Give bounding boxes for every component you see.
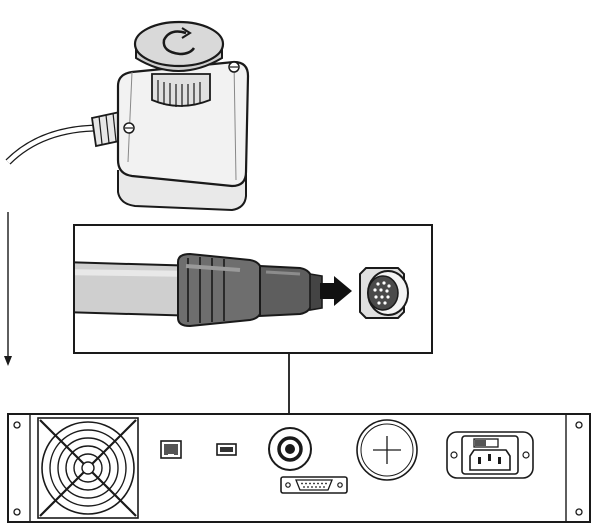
- usb-port-icon: [216, 443, 237, 456]
- connector-plug: [177, 252, 323, 328]
- button-collar: [151, 73, 211, 107]
- round-cover-icon: [356, 419, 418, 481]
- panel-socket-icon: [268, 427, 312, 471]
- power-inlet-icon: [446, 431, 534, 479]
- emergency-stop-button: [133, 20, 225, 68]
- rotate-arrow-icon: [162, 30, 196, 56]
- emergency-stop-box: [5, 20, 250, 212]
- estop-housing: [116, 60, 250, 188]
- ethernet-port-icon: [160, 440, 182, 459]
- controller-rear-panel: [7, 413, 591, 523]
- down-arrow-icon: [4, 212, 12, 366]
- fan-icon: [37, 417, 139, 519]
- circular-socket-icon: [359, 267, 409, 319]
- connector-zoom-panel: [73, 224, 433, 354]
- db-connector-icon: [280, 476, 348, 494]
- insert-arrow-icon: [320, 276, 352, 306]
